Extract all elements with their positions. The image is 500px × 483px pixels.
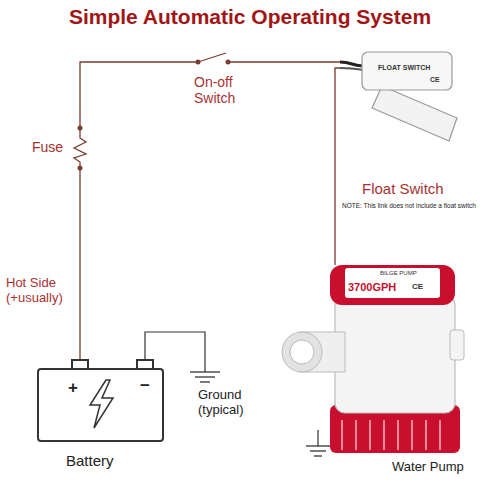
battery: + − Battery xyxy=(30,360,170,478)
product-print: CE xyxy=(412,282,423,291)
float-cable xyxy=(340,68,364,70)
ground-symbol xyxy=(314,455,322,456)
diagram-title: Simple Automatic Operating System xyxy=(0,5,500,29)
wire xyxy=(335,68,340,265)
ground-symbol xyxy=(306,445,330,446)
switch-lever xyxy=(198,53,226,62)
pump-body xyxy=(335,295,455,413)
pump-outlet xyxy=(282,332,322,372)
water-pump: 3700GPH BILGE PUMP CE Water Pump xyxy=(290,265,470,478)
ground-wire xyxy=(317,430,318,446)
ground-symbol xyxy=(190,371,220,372)
switch-gap xyxy=(199,58,227,66)
fuse-label: Fuse xyxy=(32,139,63,155)
fuse-gap xyxy=(73,129,87,167)
terminal-dot xyxy=(78,126,83,131)
battery-terminal xyxy=(137,360,153,369)
pump-cap xyxy=(330,265,455,305)
fuse-symbol xyxy=(74,128,86,168)
ground-symbol xyxy=(310,450,326,451)
switch-label: On-off Switch xyxy=(194,74,252,106)
product-print: 3700GPH xyxy=(348,281,396,294)
product-print: FLOAT SWITCH xyxy=(378,64,430,72)
component-label: Float Switch xyxy=(362,180,444,197)
ground-symbol xyxy=(195,376,215,377)
polarity-mark: + xyxy=(68,378,78,398)
battery-body xyxy=(38,369,163,441)
ground-symbol xyxy=(200,381,210,382)
pump-bracket xyxy=(450,330,464,360)
polarity-mark: − xyxy=(140,376,150,396)
product-print: BILGE PUMP xyxy=(380,270,417,277)
terminal-dot xyxy=(196,60,201,65)
component-label: Battery xyxy=(66,452,114,469)
component-label: Water Pump xyxy=(392,460,464,475)
terminal-dot xyxy=(78,166,83,171)
battery-terminal xyxy=(72,360,88,369)
ground-label: Ground (typical) xyxy=(198,388,264,418)
float-switch: FLOAT SWITCHCE Float SwitchNOTE: This lin… xyxy=(340,45,498,215)
pump-label-panel xyxy=(345,268,440,298)
terminal-dot xyxy=(226,60,231,65)
lightning-bolt xyxy=(90,380,113,428)
wire xyxy=(80,62,340,360)
note-text: NOTE: This link does not include a float… xyxy=(342,202,476,209)
product-print: CE xyxy=(430,76,440,84)
wire-label: Hot Side (+usually) xyxy=(6,276,78,306)
float-cable xyxy=(340,62,364,66)
pump-outlet xyxy=(290,340,314,364)
ground-wire xyxy=(145,332,205,372)
pump-ribs xyxy=(342,420,440,450)
float-housing xyxy=(362,52,452,90)
float-arm xyxy=(372,86,457,141)
